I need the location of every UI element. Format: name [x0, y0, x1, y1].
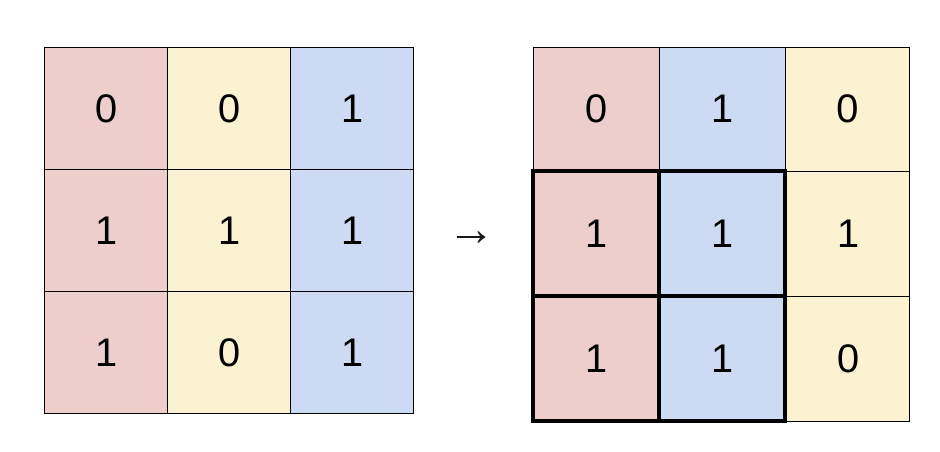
- matrix-cell: 1: [290, 291, 414, 414]
- matrix-cell: 0: [532, 47, 660, 172]
- matrix-cell-highlighted: 1: [657, 294, 787, 423]
- right-arrow-icon: →: [447, 202, 495, 256]
- matrix-cell: 1: [658, 47, 786, 172]
- matrix-cell: 1: [784, 170, 910, 297]
- matrix-cell: 1: [44, 169, 168, 292]
- matrix-cell: 0: [784, 295, 910, 422]
- matrix-cell: 1: [44, 291, 168, 414]
- matrix-cell: 1: [167, 169, 291, 292]
- matrix-cell: 0: [784, 47, 910, 172]
- matrix-row: 0 1 0: [532, 47, 910, 172]
- matrix-cell: 0: [167, 291, 291, 414]
- matrix-cell-highlighted: 1: [657, 169, 787, 298]
- matrix-row: 0 0 1: [44, 47, 414, 170]
- matrix-cell: 0: [44, 47, 168, 170]
- matrix-cell: 1: [290, 169, 414, 292]
- matrix-right: 0 1 0 1 1 1 1 1 0: [531, 47, 910, 423]
- matrix-left: 0 0 1 1 1 1 1 0 1: [44, 47, 414, 414]
- matrix-cell: 0: [167, 47, 291, 170]
- matrix-cell-highlighted: 1: [531, 169, 661, 298]
- matrix-cell: 1: [290, 47, 414, 170]
- matrix-cell-highlighted: 1: [531, 294, 661, 423]
- matrix-row: 1 1 1: [531, 169, 910, 298]
- matrix-row: 1 1 0: [531, 294, 910, 423]
- matrix-row: 1 1 1: [44, 169, 414, 292]
- matrix-row: 1 0 1: [44, 291, 414, 414]
